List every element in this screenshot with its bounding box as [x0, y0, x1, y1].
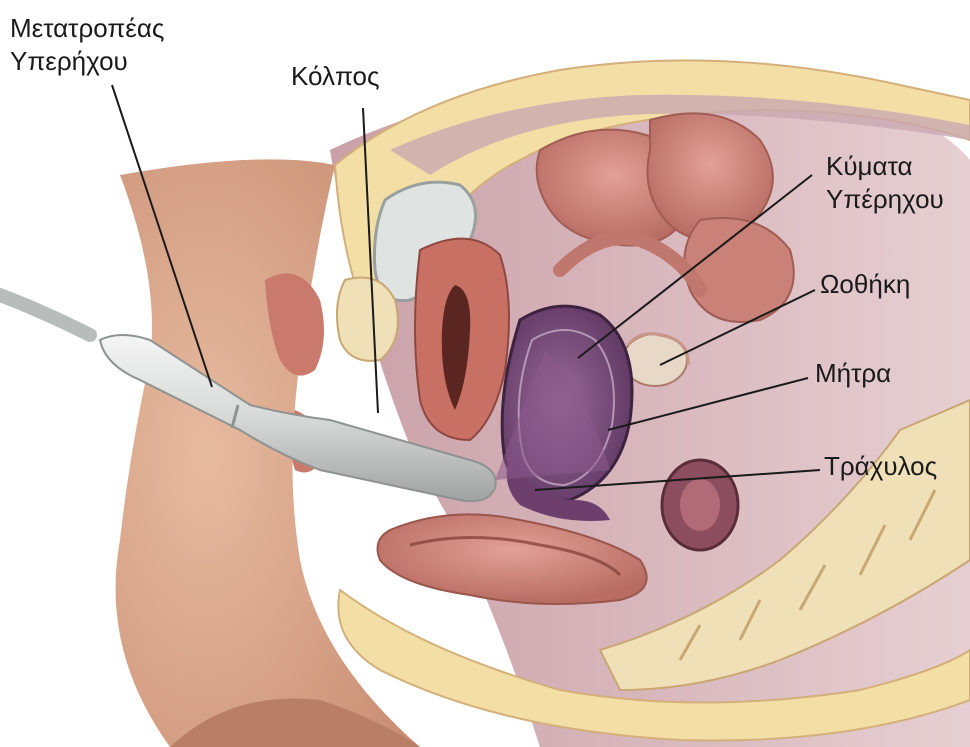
label-cervix: Τράχυλος — [824, 450, 937, 483]
label-waves-line2: Υπέρηχου — [826, 183, 944, 216]
label-waves-line1: Κύματα — [826, 150, 944, 183]
label-vagina-text: Κόλπος — [291, 60, 380, 93]
label-transducer-line1: Μετατροπέας — [10, 12, 164, 45]
label-cervix-text: Τράχυλος — [824, 450, 937, 483]
label-ultrasound-waves: Κύματα Υπέρηχου — [826, 150, 944, 216]
rectum-ring-inner — [680, 479, 720, 531]
label-transducer: Μετατροπέας Υπερήχου — [10, 12, 164, 78]
label-ovary: Ωοθήκη — [820, 268, 910, 301]
label-transducer-line2: Υπερήχου — [10, 45, 164, 78]
label-vagina: Κόλπος — [291, 60, 380, 93]
pubic-bone — [337, 278, 398, 361]
probe-cable — [0, 295, 90, 335]
label-uterus-text: Μήτρα — [815, 357, 891, 390]
label-ovary-text: Ωοθήκη — [820, 268, 910, 301]
label-uterus: Μήτρα — [815, 357, 891, 390]
